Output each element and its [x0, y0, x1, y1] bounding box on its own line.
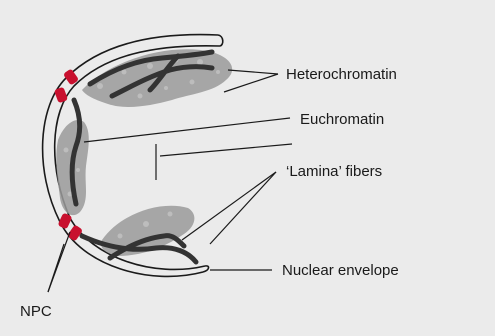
- leader-heterochromatin-2: [224, 74, 278, 92]
- leader-euchromatin-2: [160, 144, 292, 156]
- leader-heterochromatin-1: [228, 70, 278, 74]
- label-npc: NPC: [20, 303, 52, 320]
- outer-membrane-top-cap: [218, 35, 223, 46]
- leader-euchromatin-1: [84, 118, 290, 142]
- label-lamina-fibers: ‘Lamina’ fibers: [286, 163, 382, 180]
- npc-upper-side: [54, 87, 68, 104]
- label-euchromatin: Euchromatin: [300, 111, 384, 128]
- label-nuclear-envelope: Nuclear envelope: [282, 262, 399, 279]
- leader-lamina-1: [182, 172, 276, 240]
- npc-lower-side: [58, 213, 73, 230]
- label-heterochromatin: Heterochromatin: [286, 66, 397, 83]
- leader-npc-2: [48, 244, 64, 292]
- leader-lamina-2: [210, 172, 276, 244]
